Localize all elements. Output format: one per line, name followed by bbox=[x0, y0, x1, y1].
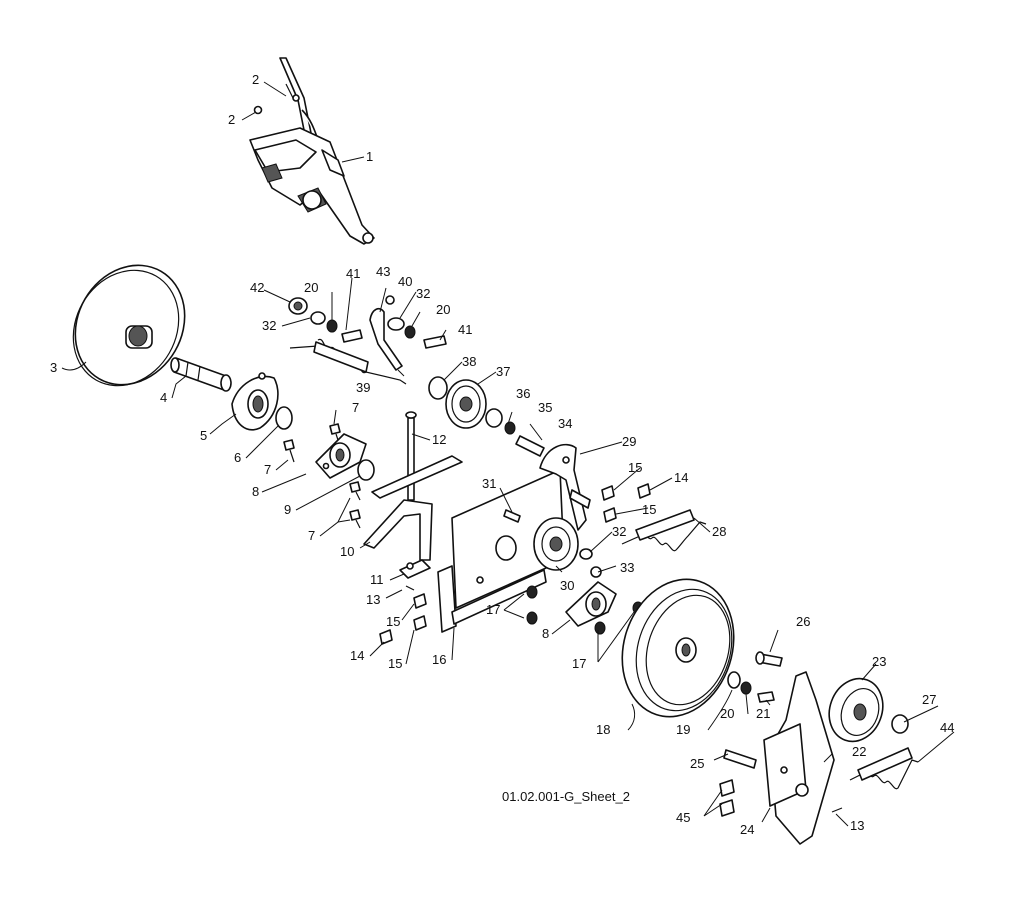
callout-19: 19 bbox=[676, 722, 690, 737]
callout-34: 34 bbox=[558, 416, 572, 431]
callout-41: 41 bbox=[346, 266, 360, 281]
callout-15: 15 bbox=[628, 460, 642, 475]
callout-11: 11 bbox=[370, 572, 384, 587]
callout-21: 21 bbox=[756, 706, 770, 721]
callout-20: 20 bbox=[304, 280, 318, 295]
callout-15: 15 bbox=[386, 614, 400, 629]
callout-6: 6 bbox=[234, 450, 241, 465]
washer-9 bbox=[357, 459, 375, 481]
callout-2: 2 bbox=[252, 72, 259, 87]
callout-labels: 1 2 2 3 4 5 6 7 7 7 8 8 9 10 11 12 13 13… bbox=[50, 72, 954, 837]
callout-20: 20 bbox=[436, 302, 450, 317]
callout-44: 44 bbox=[940, 720, 954, 735]
idler-bracket-22 bbox=[719, 671, 843, 845]
callout-35: 35 bbox=[538, 400, 552, 415]
callout-16: 16 bbox=[432, 652, 446, 667]
callout-39: 39 bbox=[356, 380, 370, 395]
callout-15: 15 bbox=[388, 656, 402, 671]
idler-pulley-23 bbox=[828, 677, 919, 790]
callout-7: 7 bbox=[308, 528, 315, 543]
callout-27: 27 bbox=[922, 692, 936, 707]
callout-41: 41 bbox=[458, 322, 472, 337]
shaft bbox=[170, 357, 232, 392]
callout-31: 31 bbox=[482, 476, 496, 491]
shift-rod-bracket bbox=[363, 411, 463, 579]
callout-4: 4 bbox=[160, 390, 167, 405]
snap-ring bbox=[275, 406, 293, 430]
callout-1: 1 bbox=[366, 149, 373, 164]
upper-hardware bbox=[288, 295, 447, 385]
callout-29: 29 bbox=[622, 434, 636, 449]
callout-20: 20 bbox=[720, 706, 734, 721]
callout-8: 8 bbox=[542, 626, 549, 641]
pulley-30 bbox=[503, 509, 602, 578]
callout-13: 13 bbox=[366, 592, 380, 607]
callout-8: 8 bbox=[252, 484, 259, 499]
callout-23: 23 bbox=[872, 654, 886, 669]
callout-12: 12 bbox=[432, 432, 446, 447]
callout-15: 15 bbox=[642, 502, 656, 517]
callout-7: 7 bbox=[264, 462, 271, 477]
fasteners-14-15 bbox=[379, 483, 651, 645]
callout-43: 43 bbox=[376, 264, 390, 279]
callout-17: 17 bbox=[572, 656, 586, 671]
callout-7: 7 bbox=[352, 400, 359, 415]
callout-28: 28 bbox=[712, 524, 726, 539]
callout-32: 32 bbox=[262, 318, 276, 333]
callout-24: 24 bbox=[740, 822, 754, 837]
callout-38: 38 bbox=[462, 354, 476, 369]
callout-32: 32 bbox=[612, 524, 626, 539]
callout-2: 2 bbox=[228, 112, 235, 127]
callout-32: 32 bbox=[416, 286, 430, 301]
callout-25: 25 bbox=[690, 756, 704, 771]
control-lever-assembly bbox=[249, 57, 375, 245]
callout-36: 36 bbox=[516, 386, 530, 401]
large-pulley-18 bbox=[621, 578, 735, 718]
sheet-label: 01.02.001-G_Sheet_2 bbox=[502, 789, 630, 804]
callout-42: 42 bbox=[250, 280, 264, 295]
callout-14: 14 bbox=[674, 470, 688, 485]
callout-37: 37 bbox=[496, 364, 510, 379]
flange-bearing-upper bbox=[315, 433, 367, 479]
callout-10: 10 bbox=[340, 544, 354, 559]
main-plate bbox=[437, 443, 591, 633]
callout-33: 33 bbox=[620, 560, 634, 575]
callout-5: 5 bbox=[200, 428, 207, 443]
callout-17: 17 bbox=[486, 602, 500, 617]
callout-26: 26 bbox=[796, 614, 810, 629]
idler-pulley-upper bbox=[428, 376, 545, 457]
callout-3: 3 bbox=[50, 360, 57, 375]
callout-22: 22 bbox=[852, 744, 866, 759]
callout-13: 13 bbox=[850, 818, 864, 833]
pulley-hardware bbox=[727, 651, 783, 703]
callout-40: 40 bbox=[398, 274, 412, 289]
large-disc bbox=[72, 264, 186, 387]
bearing-housing bbox=[231, 372, 279, 431]
callout-18: 18 bbox=[596, 722, 610, 737]
tension-spring-28 bbox=[621, 509, 707, 552]
callout-9: 9 bbox=[284, 502, 291, 517]
callout-14: 14 bbox=[350, 648, 364, 663]
callout-30: 30 bbox=[560, 578, 574, 593]
leader-lines bbox=[61, 81, 955, 827]
callout-45: 45 bbox=[676, 810, 690, 825]
